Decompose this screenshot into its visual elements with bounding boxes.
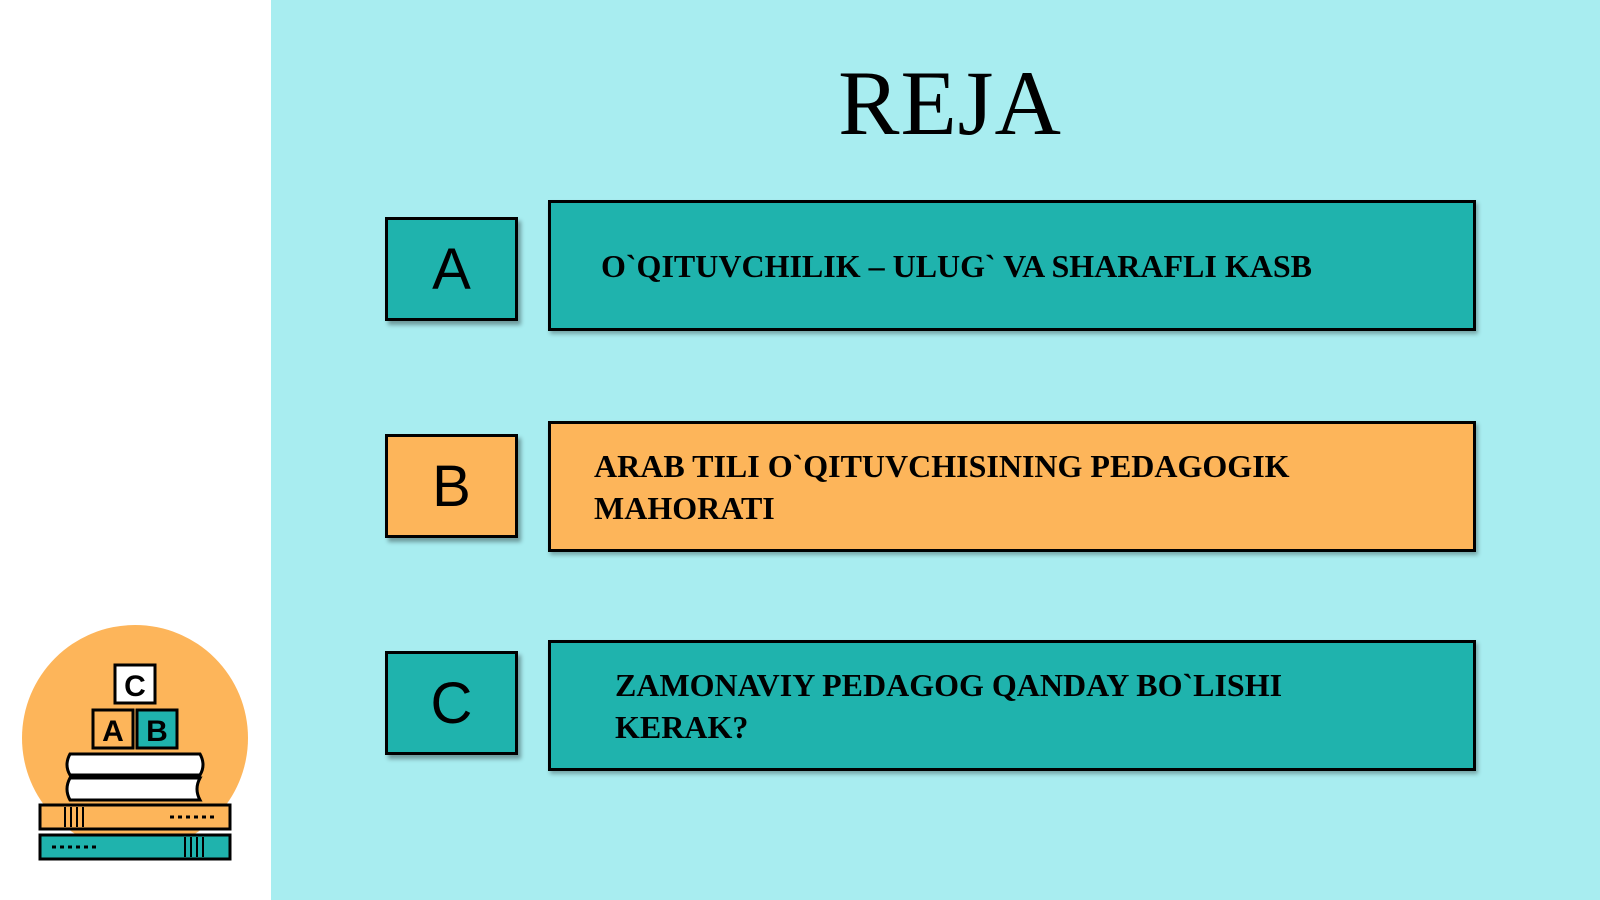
books-abc-blocks-icon: C A B: [22, 625, 248, 861]
block-a-letter: A: [102, 715, 124, 748]
item-letter-b: B: [385, 434, 518, 538]
block-b: [135, 708, 179, 750]
block-c-letter: C: [124, 670, 146, 703]
block-a: [91, 708, 135, 750]
book-white-2: [65, 776, 203, 802]
item-letter-a: A: [385, 217, 518, 321]
item-a-text: O`QITUVCHILIK – ULUG` VA SHARAFLI KASB: [601, 247, 1312, 284]
block-b-letter: B: [146, 715, 168, 748]
slide-title: REJA: [838, 52, 1062, 154]
item-letter-c: C: [385, 651, 518, 755]
block-c: [113, 663, 157, 705]
item-c-text: ZAMONAVIY PEDAGOG QANDAY BO`LISHI KERAK?: [615, 666, 1283, 745]
item-b-text: ARAB TILI O`QITUVCHISINING PEDAGOGIK MAH…: [594, 447, 1290, 526]
item-c-box: ZAMONAVIY PEDAGOG QANDAY BO`LISHI KERAK?: [548, 640, 1476, 771]
book-white-1: [65, 752, 205, 777]
item-a-box: O`QITUVCHILIK – ULUG` VA SHARAFLI KASB: [548, 200, 1476, 331]
item-b-box: ARAB TILI O`QITUVCHISINING PEDAGOGIK MAH…: [548, 421, 1476, 552]
book-orange: [38, 803, 232, 831]
